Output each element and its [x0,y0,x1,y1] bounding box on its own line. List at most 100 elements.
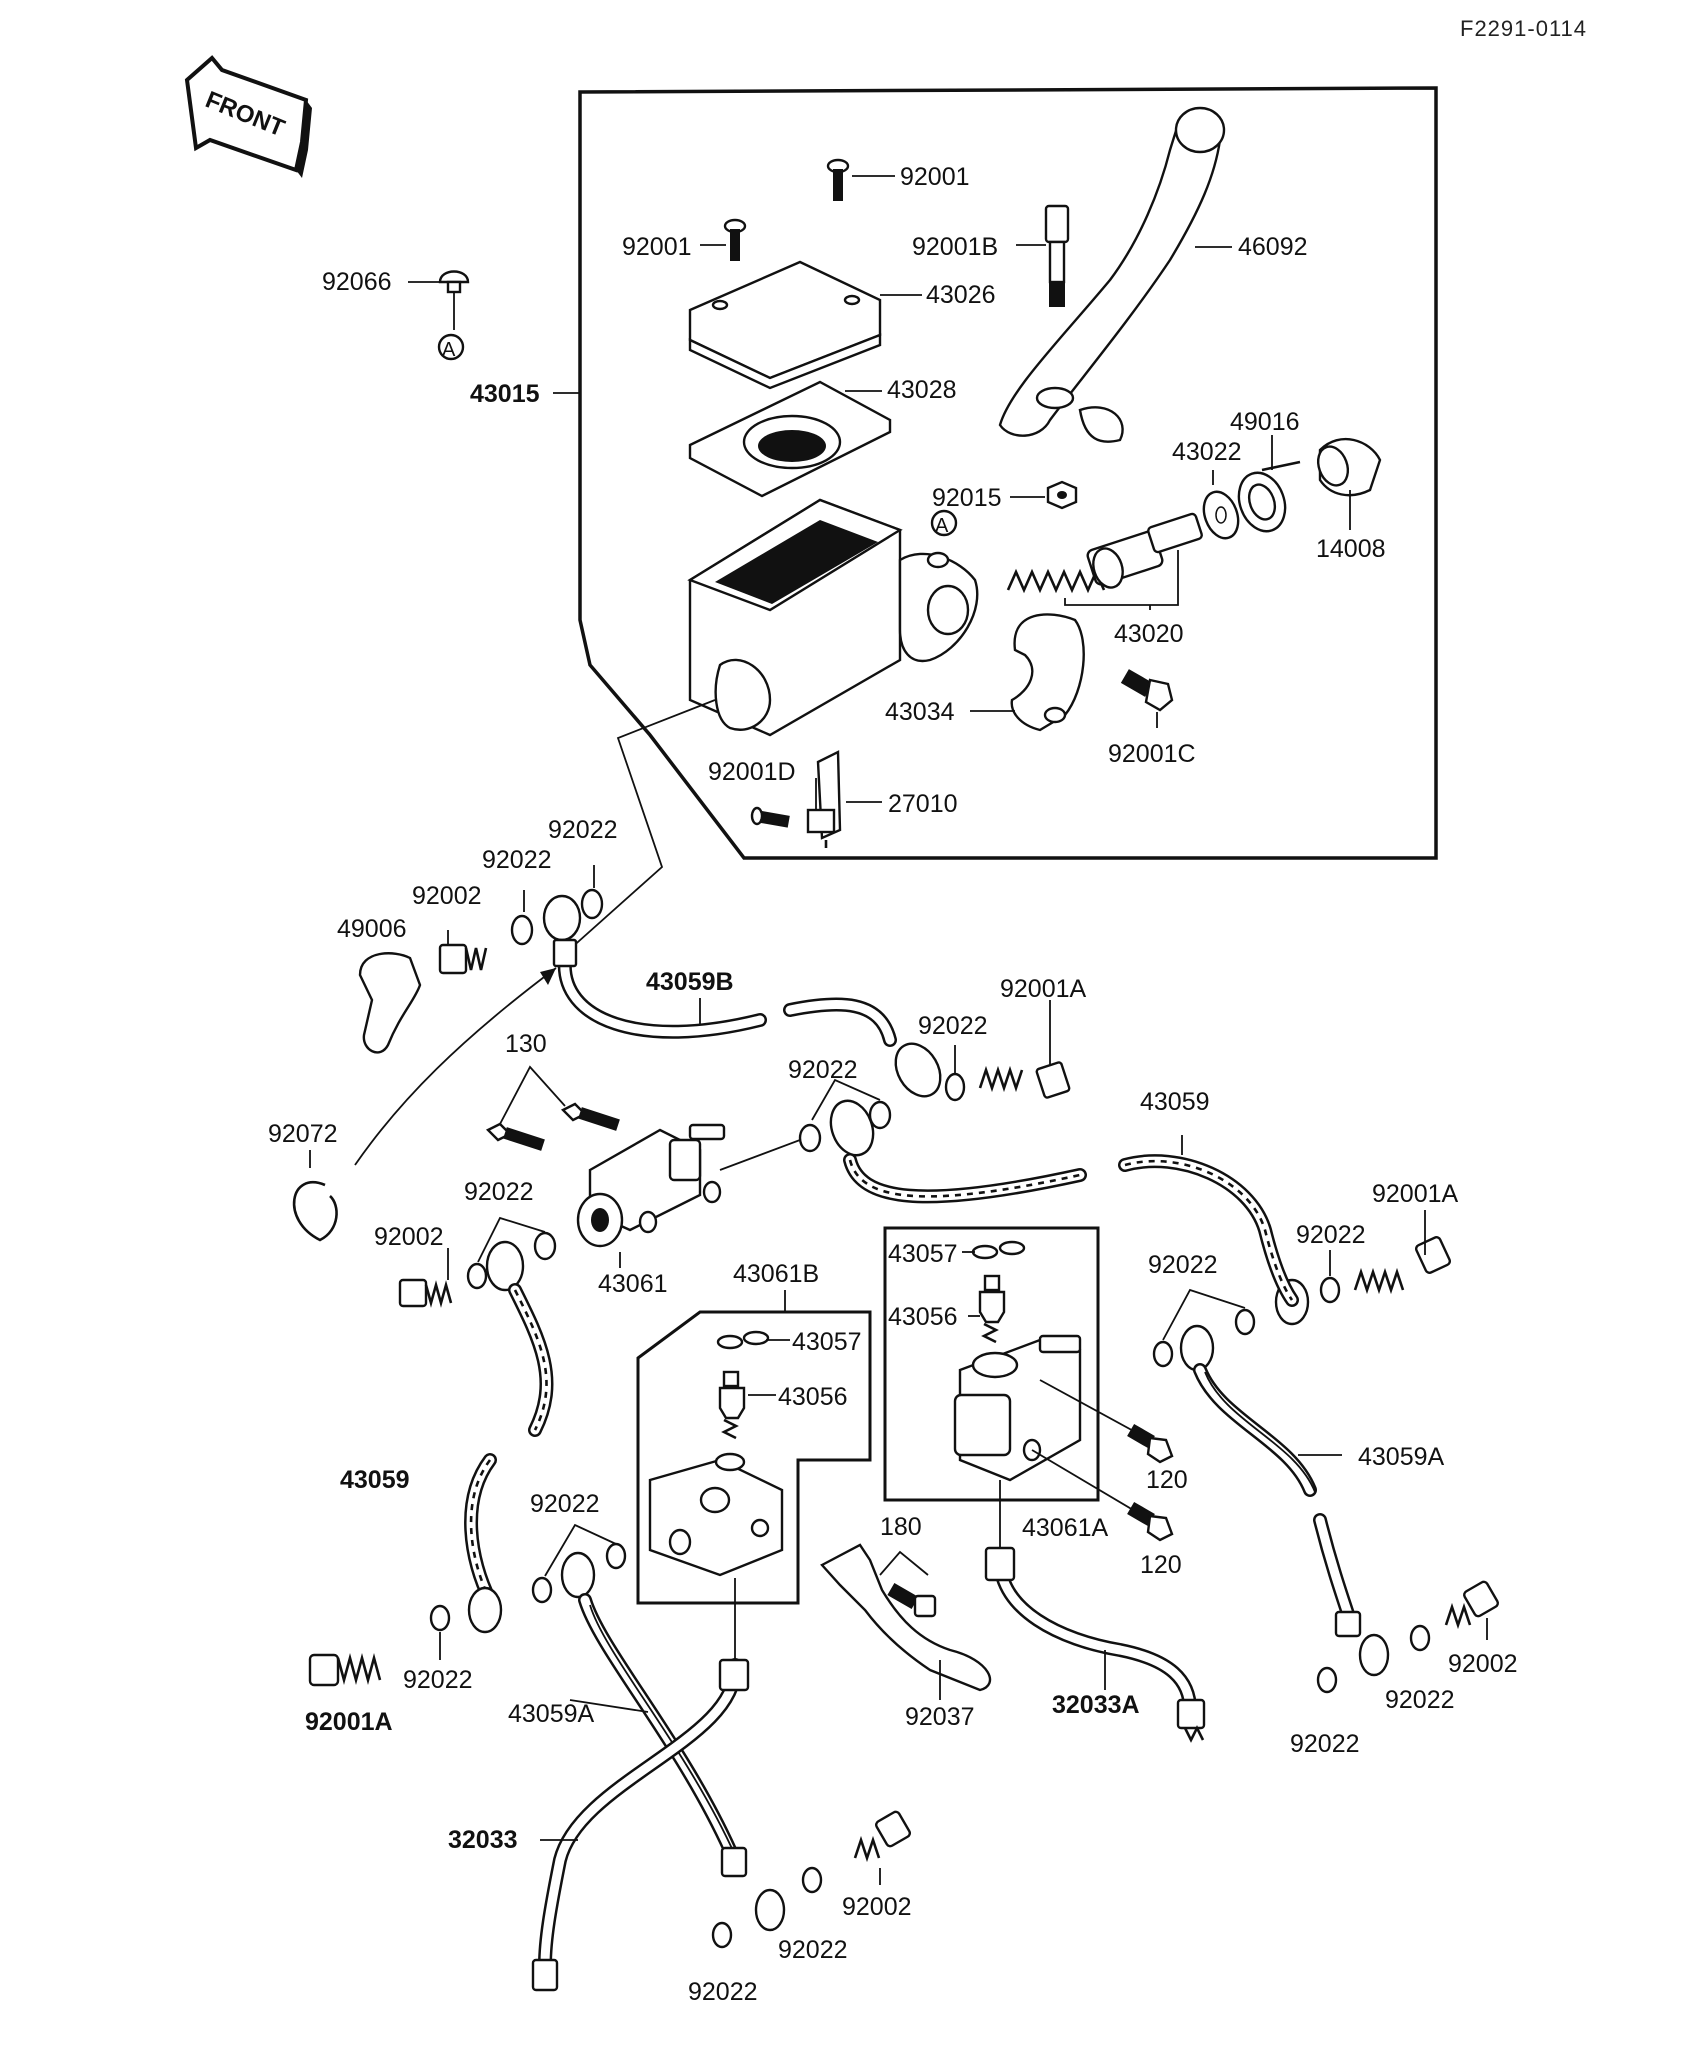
dust-seal-icon [1237,460,1301,533]
front-arrow-icon: FRONT [184,55,312,178]
bracket-92037-icon [820,1543,992,1692]
master-cylinder-assembly-box [578,86,1438,860]
reservoir-diaphragm-icon [688,380,892,498]
banjo-fitting-ll-icon [754,1888,786,1932]
bolt-92002-left-icon [398,1278,453,1308]
brake-lever-icon [998,106,1226,443]
bolt-130-a-icon [485,1122,545,1151]
label-43028: 43028 [887,376,957,404]
label-49016: 49016 [1230,408,1300,436]
label-32033a: 32033A [1052,1691,1140,1719]
bolt-92001a-right-icon [1353,1236,1452,1295]
label-92022-d: 92022 [788,1056,858,1084]
banjo-fitting-center-icon [560,1551,596,1599]
screw-92001-top-icon [826,158,850,201]
washer-92022-m1-icon [798,1123,822,1153]
bolt-92002-upper-icon [438,943,488,975]
brake-hose-43059b-icon [552,938,897,1047]
washer-92022-u2-icon [580,888,604,920]
brake-hose-43059-right-icon [1118,1154,1299,1307]
label-43059-b: 43059 [340,1466,410,1494]
bolt-120-a-icon [1127,1423,1174,1464]
brake-hose-43059-mid-icon [843,1153,1087,1204]
washer-92022-ll-icon [429,1604,451,1632]
label-43026: 43026 [926,281,996,309]
label-92072: 92072 [268,1120,338,1148]
clip-43057-a-icon [971,1240,1026,1260]
label-92022-b: 92022 [482,846,552,874]
brake-joint-43061b-icon [648,1452,784,1577]
screw-92001-left-icon [723,218,747,261]
label-43020: 43020 [1114,620,1184,648]
label-92037: 92037 [905,1703,975,1731]
label-92001-top: 92001 [900,163,970,191]
brake-joint-43061a-icon [953,1334,1082,1482]
label-43057-b: 43057 [792,1328,862,1356]
label-43015: 43015 [470,380,540,408]
bolt-92001c-icon [1120,669,1174,712]
diagram-code: F2291-0114 [1460,16,1587,41]
brake-hose-43059a-lower-icon [578,1593,748,1878]
label-92002-d: 92002 [842,1893,912,1921]
ref-marker-left: A [442,339,456,361]
bolt-92001a-lower-left-icon [308,1653,382,1687]
label-92022-h: 92022 [530,1490,600,1518]
washer-92022-rl2-icon [1316,1666,1338,1694]
bolt-130-b-icon [560,1102,620,1131]
washer-92022-r3-icon [1152,1340,1174,1368]
washer-92022-r2-icon [1234,1308,1256,1336]
brake-hose-43059-left-icon [464,1283,554,1607]
banjo-fitting-u2-icon [894,1042,942,1098]
cap-49006-icon [358,952,422,1054]
ref-marker-body: A [935,515,949,537]
master-cylinder-body-icon [687,498,979,737]
banjo-fitting-mid-icon [829,1099,875,1157]
label-92022-a: 92022 [548,816,618,844]
label-14008: 14008 [1316,535,1386,563]
label-43056-a: 43056 [888,1303,958,1331]
label-43034: 43034 [885,698,955,726]
banjo-fitting-left-lower-icon [467,1586,503,1634]
label-92022-m: 92022 [688,1978,758,2006]
washer-92022-lc1-icon [801,1866,823,1894]
washer-92022-l2-icon [533,1231,557,1261]
bolt-120-b-icon [1127,1501,1174,1542]
label-49006: 49006 [337,915,407,943]
label-43057-a: 43057 [888,1240,958,1268]
label-43059a-a: 43059A [1358,1443,1445,1471]
label-92001a-c: 92001A [305,1708,393,1736]
label-180: 180 [880,1513,922,1541]
label-43059-a: 43059 [1140,1088,1210,1116]
label-92015: 92015 [932,484,1002,512]
banjo-fitting-right2-icon [1179,1324,1215,1372]
label-92001b: 92001B [912,233,998,261]
brake-pipe-32033a-icon [984,1546,1206,1743]
label-92002-c: 92002 [1448,1650,1518,1678]
banjo-fitting-upper-icon [542,894,582,942]
nut-92015-icon [1046,480,1078,510]
brake-joint-43061-icon [576,1123,726,1248]
label-43022: 43022 [1172,438,1242,466]
label-92022-k: 92022 [1290,1730,1360,1758]
label-92066: 92066 [322,268,392,296]
label-92001a-b: 92001A [1372,1180,1459,1208]
piston-spring-icon [1006,512,1203,594]
washer-92022-lc2-icon [711,1921,733,1949]
label-46092: 46092 [1238,233,1308,261]
clip-92072-icon [292,1181,338,1242]
washer-92022-u1-icon [510,914,534,946]
label-43061: 43061 [598,1270,668,1298]
label-92022-e: 92022 [464,1178,534,1206]
label-43059b: 43059B [646,968,734,996]
bolt-92001a-upper-icon [978,1061,1071,1099]
brake-pipe-32033-icon [531,1658,750,1992]
bleed-valve-43056-a-icon [978,1274,1006,1344]
washer-92022-c2-icon [531,1576,553,1604]
bolt-180-icon [887,1582,937,1618]
label-92022-f: 92022 [1296,1221,1366,1249]
screw-92001d-icon [750,806,790,828]
label-92002-a: 92002 [412,882,482,910]
reservoir-cap-icon [688,260,882,390]
